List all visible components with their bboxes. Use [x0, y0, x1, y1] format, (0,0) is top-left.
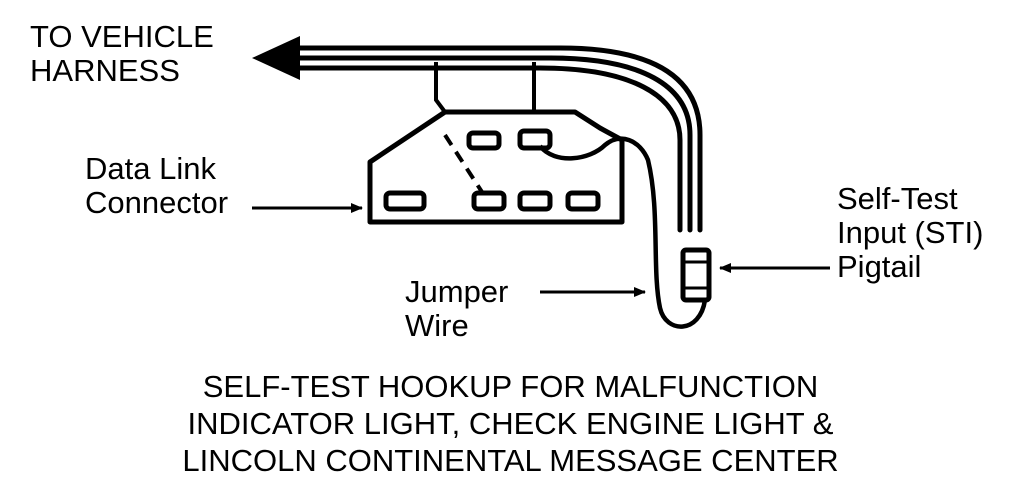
cavity-bottom-2 [471, 190, 507, 212]
cavity-bottom-1 [383, 190, 427, 212]
sti-pigtail-label: Self-Test Input (STI) Pigtail [837, 181, 984, 284]
sti-pigtail-connector [680, 247, 712, 303]
caption-line-3: LINCOLN CONTINENTAL MESSAGE CENTER [182, 443, 839, 478]
harness-label: TO VEHICLE HARNESS [30, 19, 214, 88]
label-leaders [252, 203, 830, 297]
vehicle-harness-wires [297, 45, 703, 233]
cavity-top-right [517, 128, 553, 151]
caption-line-1: SELF-TEST HOOKUP FOR MALFUNCTION [202, 369, 819, 404]
jumper-wire [538, 136, 708, 329]
data-link-connector-body [367, 109, 625, 225]
cavity-bottom-4 [565, 190, 601, 212]
connector-cavities [383, 128, 601, 212]
caption-line-2: INDICATOR LIGHT, CHECK ENGINE LIGHT & [187, 406, 834, 441]
figure-caption: SELF-TEST HOOKUP FOR MALFUNCTION INDICAT… [0, 368, 1021, 479]
internal-dashed-link [443, 133, 484, 194]
harness-arrowhead [252, 36, 300, 80]
cavity-bottom-3 [517, 190, 553, 212]
data-link-connector-label: Data Link Connector [85, 151, 229, 220]
jumper-wire-label: Jumper Wire [405, 274, 509, 343]
cavity-top-left [466, 130, 502, 151]
